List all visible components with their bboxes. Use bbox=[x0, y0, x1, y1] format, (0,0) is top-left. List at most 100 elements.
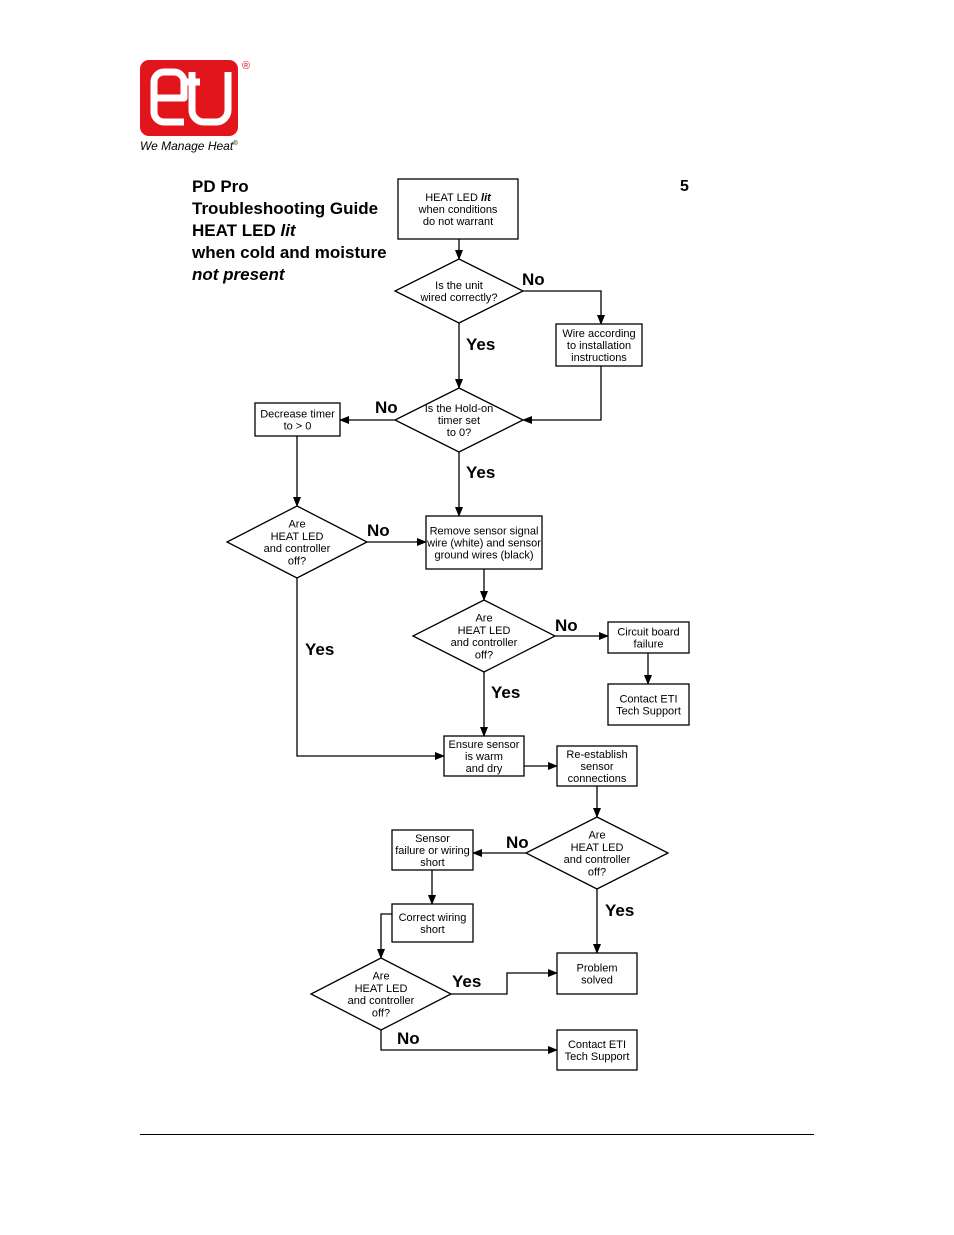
node-text-line: Tech Support bbox=[565, 1051, 630, 1063]
eti-letters-graphic bbox=[150, 68, 232, 126]
node-text-line: Contact ETI bbox=[568, 1039, 626, 1051]
eti-logo: ® We Manage Heat® bbox=[140, 60, 256, 155]
decision-diamond bbox=[393, 387, 525, 453]
node-text-line: to > 0 bbox=[284, 421, 312, 433]
branch-label-yes: Yes bbox=[452, 972, 481, 991]
node-text-line: to installation bbox=[567, 340, 631, 352]
node-text-line: Are bbox=[475, 613, 492, 625]
node-text-line: Is the unit bbox=[435, 280, 483, 292]
branch-label-no: No bbox=[555, 616, 578, 635]
process-box bbox=[607, 683, 690, 726]
branch-label-yes: Yes bbox=[305, 640, 334, 659]
node-text-line: do not warrant bbox=[423, 216, 493, 228]
node-text-line: HEAT LED bbox=[355, 983, 408, 995]
node-text-line: Ensure sensor bbox=[449, 739, 520, 751]
connector-wired-no-to-wirefix bbox=[523, 290, 605, 325]
node-text-line: Remove sensor signal bbox=[430, 525, 539, 537]
branch-label-no: No bbox=[522, 270, 545, 289]
node-text-line: HEAT LED bbox=[571, 842, 624, 854]
node-text-line: Contact ETI bbox=[619, 693, 677, 705]
node-text-line: Circuit board bbox=[617, 626, 679, 638]
node-text-line: Problem bbox=[577, 962, 618, 974]
page-number: 5 bbox=[680, 178, 689, 195]
branch-label-no: No bbox=[367, 521, 390, 540]
node-text-line: Tech Support bbox=[616, 706, 681, 718]
connector-ledoff4-no-to-contact2 bbox=[380, 1030, 558, 1054]
node-text-line: to 0? bbox=[447, 427, 471, 439]
node-text-line: Wire according bbox=[562, 328, 635, 340]
node-text-line: is warm bbox=[465, 751, 503, 763]
node-text-line: off? bbox=[288, 555, 306, 567]
title-line-3-text: HEAT LED bbox=[192, 221, 281, 240]
node-text-line: Are bbox=[588, 830, 605, 842]
process-box bbox=[425, 515, 543, 570]
connector-ledoff4-yes-to-solved bbox=[451, 969, 558, 995]
process-box bbox=[254, 402, 341, 437]
node-text-line: off? bbox=[588, 866, 606, 878]
branch-label-no: No bbox=[506, 833, 529, 852]
node-text-line: HEAT LED lit bbox=[425, 192, 492, 204]
node-text-line: and controller bbox=[564, 854, 631, 866]
node-text-line: failure or wiring bbox=[395, 845, 470, 857]
node-text-line: Are bbox=[288, 519, 305, 531]
node-text-line: Decrease timer bbox=[260, 408, 335, 420]
process-box bbox=[555, 323, 643, 367]
process-box bbox=[443, 735, 525, 777]
node-text-line: wired correctly? bbox=[419, 292, 497, 304]
title-line-5-italic: not present bbox=[192, 265, 285, 284]
node-text-line: solved bbox=[581, 975, 613, 987]
decision-diamond bbox=[225, 505, 369, 579]
decision-diamond bbox=[309, 957, 453, 1031]
process-box bbox=[556, 1029, 638, 1071]
node-text-line: and dry bbox=[466, 763, 503, 775]
process-box bbox=[391, 903, 474, 943]
branch-label-yes: Yes bbox=[466, 463, 495, 482]
node-text-line: and controller bbox=[348, 995, 415, 1007]
process-box bbox=[556, 745, 638, 787]
node-text-line: and controller bbox=[451, 637, 518, 649]
decision-diamond bbox=[524, 816, 670, 890]
title-line-3-italic: lit bbox=[280, 221, 296, 240]
title-line-3: HEAT LED lit bbox=[192, 220, 387, 242]
branch-label-yes: Yes bbox=[491, 683, 520, 702]
node-text-line: timer set bbox=[438, 415, 480, 427]
process-box bbox=[607, 621, 690, 654]
registered-mark: ® bbox=[242, 60, 251, 72]
node-text-line: Correct wiring bbox=[399, 912, 467, 924]
connector-correct-to-ledoff4 bbox=[377, 913, 392, 959]
title-line-4: when cold and moisture bbox=[192, 243, 387, 262]
node-text-line: sensor bbox=[580, 761, 613, 773]
eti-logo-mark bbox=[140, 60, 238, 136]
title-line-2: Troubleshooting Guide bbox=[192, 199, 379, 218]
node-text-line: when conditions bbox=[418, 204, 498, 216]
page-title: PD Pro Troubleshooting Guide HEAT LED li… bbox=[192, 176, 387, 286]
connector-ledoff1-yes-to-ensure bbox=[296, 578, 445, 760]
node-text-line: off? bbox=[475, 649, 493, 661]
node-text-line: ground wires (black) bbox=[434, 550, 533, 562]
node-text-line: connections bbox=[568, 773, 627, 785]
node-text-line: HEAT LED bbox=[458, 625, 511, 637]
node-text-line: HEAT LED bbox=[271, 531, 324, 543]
decision-diamond bbox=[393, 258, 525, 324]
branch-label-yes: Yes bbox=[466, 335, 495, 354]
tagline-mark: ® bbox=[233, 141, 238, 147]
node-text-line: Re-establish bbox=[566, 749, 627, 761]
node-text-line: off? bbox=[372, 1007, 390, 1019]
decision-diamond bbox=[411, 599, 557, 673]
node-text-line: failure bbox=[634, 639, 664, 651]
